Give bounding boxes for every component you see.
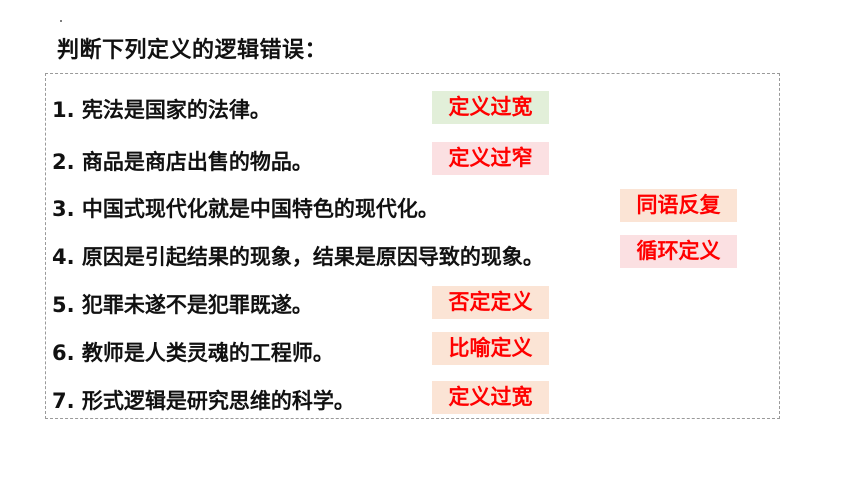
definition-item-5: 5. 犯罪未遂不是犯罪既遂。 xyxy=(52,293,313,317)
content-box xyxy=(45,73,780,419)
error-tag-1: 定义过宽 xyxy=(432,91,549,124)
error-tag-3: 同语反复 xyxy=(620,189,737,222)
error-tag-4: 循环定义 xyxy=(620,235,737,268)
definition-item-7: 7. 形式逻辑是研究思维的科学。 xyxy=(52,389,355,413)
error-tag-6: 比喻定义 xyxy=(432,332,549,365)
definition-item-1: 1. 宪法是国家的法律。 xyxy=(52,98,271,122)
bullet-dot xyxy=(60,20,62,22)
definition-item-4: 4. 原因是引起结果的现象，结果是原因导致的现象。 xyxy=(52,245,544,269)
definition-item-2: 2. 商品是商店出售的物品。 xyxy=(52,150,313,174)
page-heading: 判断下列定义的逻辑错误： xyxy=(57,38,328,63)
error-tag-7: 定义过宽 xyxy=(432,381,549,414)
definition-item-3: 3. 中国式现代化就是中国特色的现代化。 xyxy=(52,197,439,221)
error-tag-2: 定义过窄 xyxy=(432,142,549,175)
definition-item-6: 6. 教师是人类灵魂的工程师。 xyxy=(52,341,334,365)
error-tag-5: 否定定义 xyxy=(432,286,549,319)
